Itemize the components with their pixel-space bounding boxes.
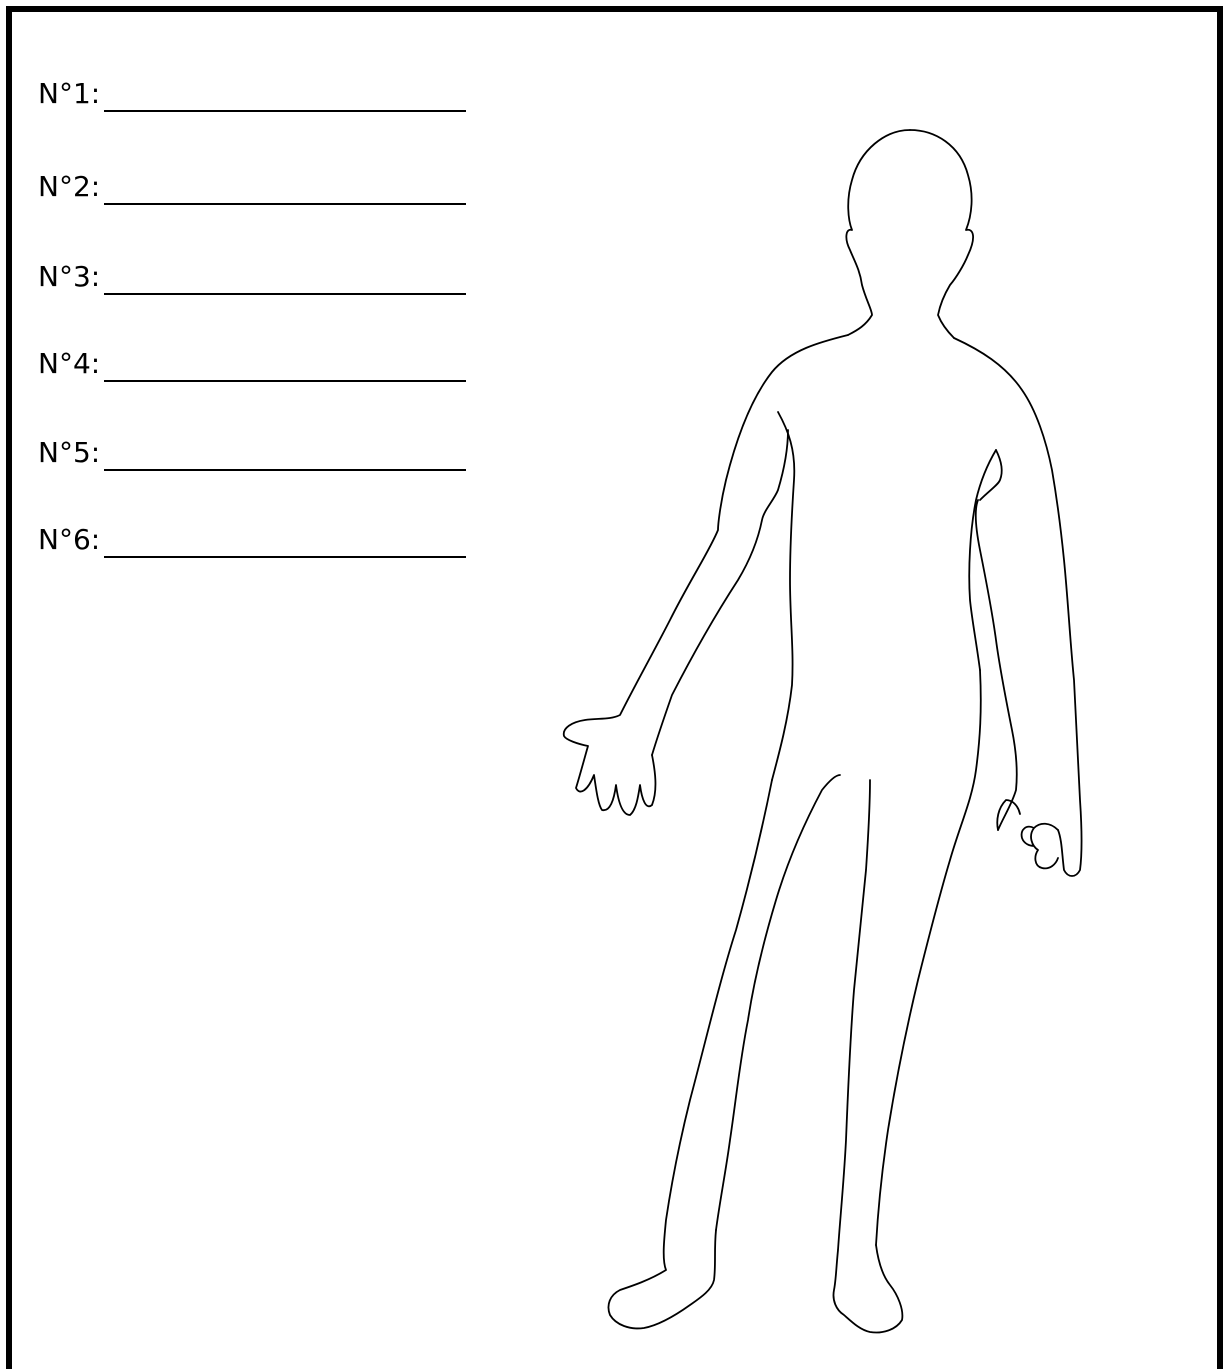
label-row-1: N°1: xyxy=(38,76,478,120)
head-outline-right xyxy=(910,130,973,338)
right-leg-inner xyxy=(833,780,902,1333)
label-row-5: N°5: xyxy=(38,435,478,479)
right-arm-inner xyxy=(976,500,1017,830)
label-number-3: N°3: xyxy=(38,259,100,295)
right-leg-outer xyxy=(876,670,981,1245)
answer-line-6[interactable] xyxy=(104,556,466,558)
left-leg-outer xyxy=(608,780,772,1328)
left-leg-inner xyxy=(716,775,840,1230)
answer-line-3[interactable] xyxy=(104,293,466,295)
label-number-1: N°1: xyxy=(38,76,100,112)
answer-line-4[interactable] xyxy=(104,380,466,382)
label-row-3: N°3: xyxy=(38,259,478,303)
human-body-outline xyxy=(540,110,1120,1350)
label-number-2: N°2: xyxy=(38,169,100,205)
label-number-6: N°6: xyxy=(38,522,100,558)
label-number-4: N°4: xyxy=(38,346,100,382)
label-row-2: N°2: xyxy=(38,169,478,213)
answer-line-2[interactable] xyxy=(104,203,466,205)
human-body-outline-icon xyxy=(540,110,1120,1350)
left-arm-inner xyxy=(652,430,788,755)
answer-line-1[interactable] xyxy=(104,110,466,112)
head-outline xyxy=(846,130,910,335)
right-arm-outer xyxy=(954,338,1082,876)
label-row-4: N°4: xyxy=(38,346,478,390)
answer-line-5[interactable] xyxy=(104,469,466,471)
label-number-5: N°5: xyxy=(38,435,100,471)
label-row-6: N°6: xyxy=(38,522,478,566)
left-arm-outer xyxy=(564,335,848,815)
right-hand xyxy=(997,800,1058,868)
